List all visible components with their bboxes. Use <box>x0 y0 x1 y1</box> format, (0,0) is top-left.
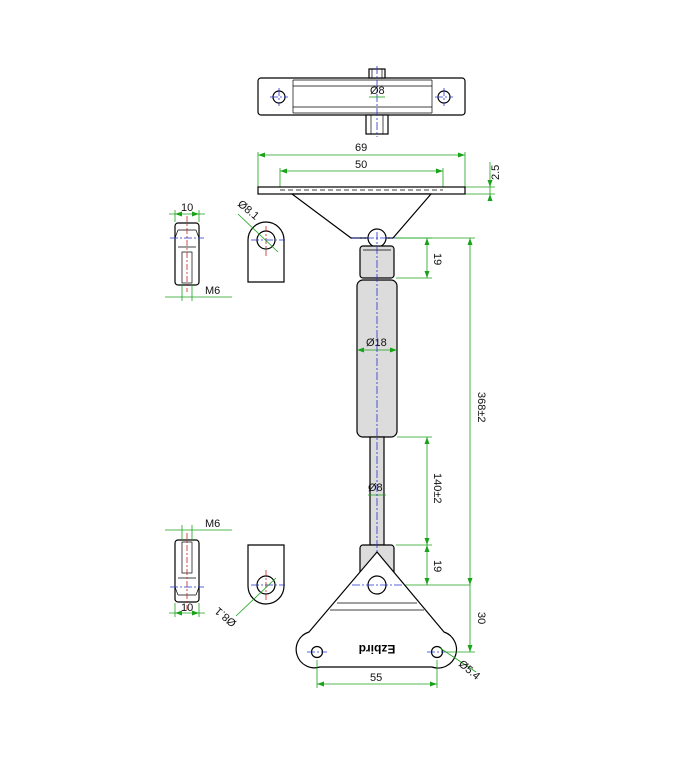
rod: Ø8 140±2 <box>368 436 443 546</box>
dim-thickness: 2.5 <box>490 165 502 180</box>
dim-top-bore: Ø8 <box>370 85 385 97</box>
bracket-web <box>290 193 433 239</box>
dim-eye-thread-bottom: M6 <box>205 518 220 530</box>
top-view-plate <box>257 77 466 116</box>
overall-length-dim: 368±2 <box>396 237 487 585</box>
logo: Ezbird <box>359 642 396 656</box>
dim-bracket-width: 69 <box>355 142 367 154</box>
dim-lower-eye: 19 <box>431 560 443 572</box>
dim-eye-bore-bottom: Ø8.1 <box>213 604 239 629</box>
dim-rod-diameter: Ø8 <box>368 482 383 494</box>
top-view: Ø8 <box>257 66 466 137</box>
dim-stroke: 140±2 <box>431 473 443 504</box>
dim-overall-length: 368±2 <box>475 392 487 423</box>
bracket-dimensions: 69 50 2.5 <box>257 142 502 201</box>
dim-mount-height: 30 <box>475 612 487 624</box>
dim-eye-width-top: 10 <box>181 202 193 214</box>
lower-mount: Ezbird 55 30 Ø5.4 <box>295 551 487 688</box>
eye-detail-top-side: Ø8.1 <box>235 198 285 283</box>
dim-mount-hole-spacing: 55 <box>370 672 382 684</box>
dim-eye-width-bottom: 10 <box>181 602 193 614</box>
bracket-plate <box>257 186 466 195</box>
dim-eye-bore-top: Ø8.1 <box>235 198 261 223</box>
eye-detail-bottom-section: M6 10 <box>165 518 232 617</box>
dim-eye-thread-top: M6 <box>205 285 220 297</box>
eye-detail-top-section: 10 M6 <box>165 202 232 301</box>
dim-upper-eye: 19 <box>431 253 443 265</box>
dim-hole-spacing: 50 <box>355 159 367 171</box>
dim-mount-hole-diameter: Ø5.4 <box>456 658 482 683</box>
dim-cylinder-diameter: Ø18 <box>366 337 387 349</box>
eye-detail-bottom-side: Ø8.1 <box>213 544 285 629</box>
